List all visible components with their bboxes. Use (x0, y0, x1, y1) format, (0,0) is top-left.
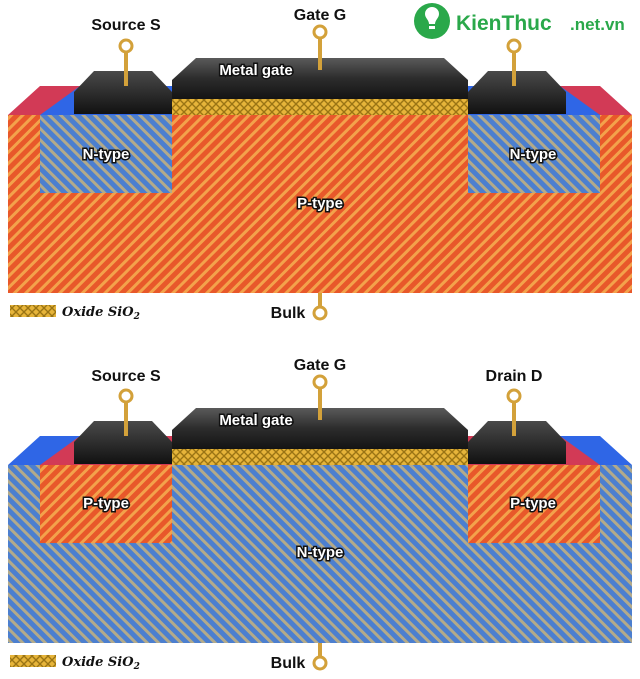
gate-label: Gate G (294, 7, 346, 24)
bulk-terminal[interactable] (312, 293, 328, 321)
source-terminal[interactable] (118, 38, 134, 86)
oxide-swatch (10, 655, 56, 667)
right-well-label: N-type (510, 146, 557, 163)
oxide-legend-label: Oxide SiO2 (62, 305, 140, 322)
watermark-logo: KienThuc .net.vn (414, 3, 625, 39)
oxide-legend: Oxide SiO2 (10, 305, 140, 322)
source-contact (74, 71, 172, 114)
gate-terminal[interactable] (312, 24, 328, 70)
left-n-well (40, 115, 172, 193)
source-label: Source S (91, 368, 161, 385)
left-well-label: P-type (83, 495, 129, 512)
metal-gate-label: Metal gate (219, 412, 292, 429)
bulk-terminal[interactable] (312, 643, 328, 671)
gate-terminal[interactable] (312, 374, 328, 420)
right-n-well (468, 115, 600, 193)
drain-terminal[interactable] (506, 388, 522, 436)
terminal-icon (506, 388, 522, 404)
gate-label: Gate G (294, 357, 346, 374)
metal-gate-label: Metal gate (219, 62, 292, 79)
metal-gate (172, 408, 468, 449)
watermark-suffix: .net.vn (570, 15, 625, 34)
gate-oxide (172, 449, 468, 465)
terminal-icon (312, 655, 328, 671)
terminal-icon (118, 38, 134, 54)
pmos-diagram: Source S Gate G Drain D Metal gate P-typ… (8, 357, 632, 672)
bulk-label: Bulk (271, 305, 306, 322)
source-contact (74, 421, 172, 464)
source-terminal[interactable] (118, 388, 134, 436)
oxide-swatch (10, 305, 56, 317)
left-p-well (40, 465, 172, 543)
source-label: Source S (91, 17, 161, 34)
right-well-label: P-type (510, 495, 556, 512)
terminal-icon (118, 388, 134, 404)
drain-contact (468, 421, 566, 464)
drain-terminal[interactable] (506, 38, 522, 86)
drain-label: Drain D (486, 368, 543, 385)
oxide-legend: Oxide SiO2 (10, 655, 140, 672)
terminal-icon (506, 38, 522, 54)
nmos-diagram: Source S Gate G Metal gate N-type N-type… (8, 7, 632, 322)
left-well-label: N-type (83, 146, 130, 163)
gate-oxide (172, 99, 468, 115)
substrate-label: P-type (297, 195, 343, 212)
metal-gate (172, 58, 468, 99)
drain-contact (468, 71, 566, 114)
terminal-icon (312, 24, 328, 40)
right-p-well (468, 465, 600, 543)
oxide-legend-label: Oxide SiO2 (62, 655, 140, 672)
substrate-label: N-type (297, 544, 344, 561)
bulk-label: Bulk (271, 655, 306, 672)
terminal-icon (312, 374, 328, 390)
terminal-icon (312, 305, 328, 321)
watermark-text: KienThuc (456, 12, 552, 35)
